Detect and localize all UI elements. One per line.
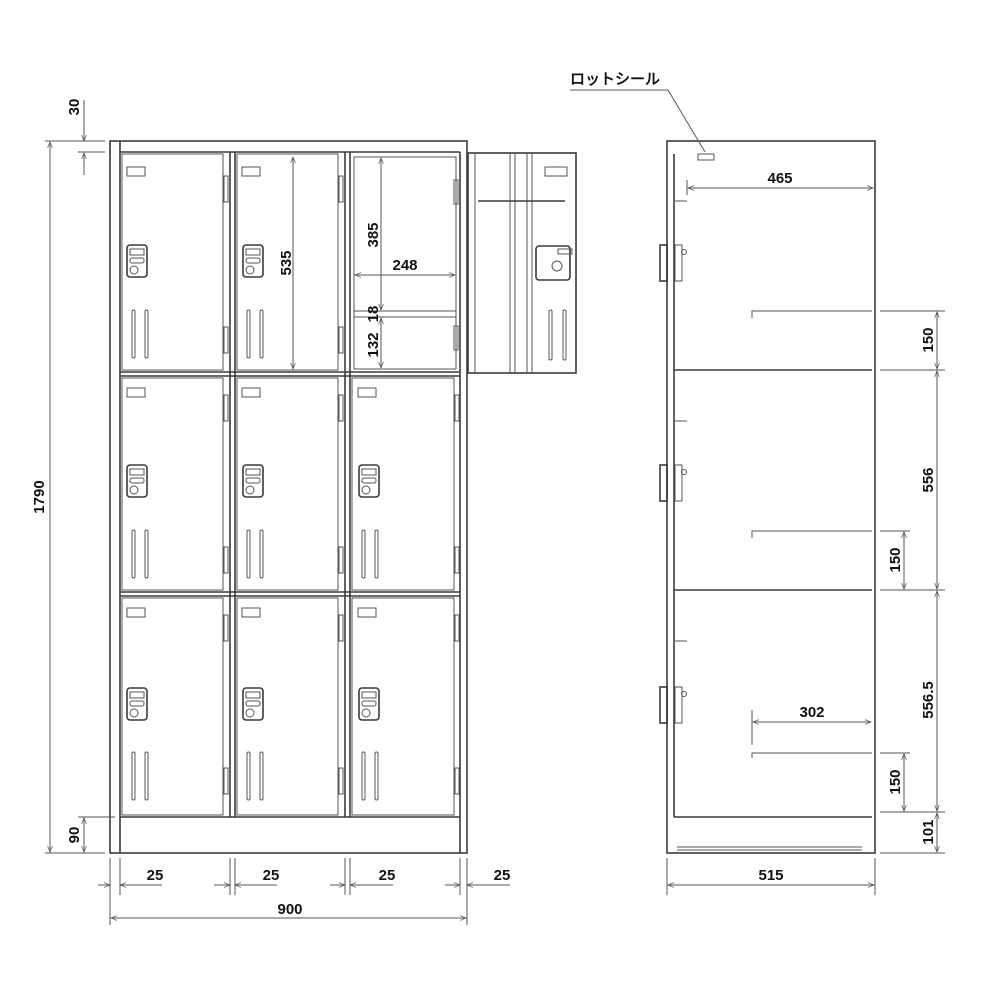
dim-gap-1: 25 [147,867,164,884]
front-body-outline [109,140,468,854]
locker-door [236,377,344,591]
vent-slots-icon [246,309,264,359]
name-plate [241,166,261,177]
side-body-outline [666,140,876,854]
lock-mechanism-icon [535,245,573,281]
locker-door [351,597,460,816]
dial-lock-icon [126,464,148,498]
name-plate [126,166,146,177]
dim-inner-depth: 465 [767,170,792,187]
front-dimensions [45,100,510,925]
dim-side-base-height: 101 [920,819,937,844]
locker-door [236,597,344,816]
dial-lock-icon [242,244,264,278]
dim-gap-2: 25 [263,867,280,884]
open-compartment [353,156,459,370]
dial-lock-icon [126,687,148,721]
dim-compartment-height-2: 556.5 [920,681,937,719]
locker-door [121,153,229,371]
dial-lock-icon [358,464,380,498]
open-door [467,152,577,374]
dim-lower-compartment: 132 [365,332,382,357]
dial-lock-icon [242,464,264,498]
front-view: 1790 30 90 25 25 25 25 900 535 385 18 13… [31,99,577,925]
side-view: ロットシール 465 150 556 150 [570,70,945,895]
dim-top-margin: 30 [66,99,83,116]
lot-seal-label: ロットシール [570,70,660,88]
dim-total-width: 900 [277,901,302,918]
dim-total-height: 1790 [31,480,48,513]
side-dimensions [666,180,945,895]
handle-icon [659,244,687,282]
dial-lock-icon [242,687,264,721]
dim-total-depth: 515 [758,867,783,884]
dim-door-height: 535 [278,250,295,275]
dim-compartment-height-1: 556 [920,467,937,492]
dim-gap-3: 25 [379,867,396,884]
locker-door [121,597,229,816]
dim-shelf-gap-2: 150 [887,547,904,572]
shelf [751,752,872,758]
vent-slots-icon [131,309,149,359]
name-plate [544,166,568,177]
shelf [751,530,872,538]
locker-door [236,153,344,371]
shelf [751,310,872,318]
handle-icon [659,686,687,724]
dial-lock-icon [358,687,380,721]
dim-shelf-thickness: 18 [365,306,382,323]
dim-upper-compartment: 385 [365,222,382,247]
dial-lock-icon [126,244,148,278]
locker-door [121,377,229,591]
hinge [223,326,229,354]
dim-shelf-gap-1: 150 [920,327,937,352]
dim-compartment-width: 248 [392,257,417,274]
locker-door [351,377,460,591]
dim-shelf-depth: 302 [799,704,824,721]
lot-seal-plate [697,153,715,161]
dim-shelf-gap-3: 150 [887,769,904,794]
dim-gap-4: 25 [494,867,511,884]
dim-base-height: 90 [66,827,83,844]
hinge [223,175,229,203]
handle-icon [659,464,687,502]
